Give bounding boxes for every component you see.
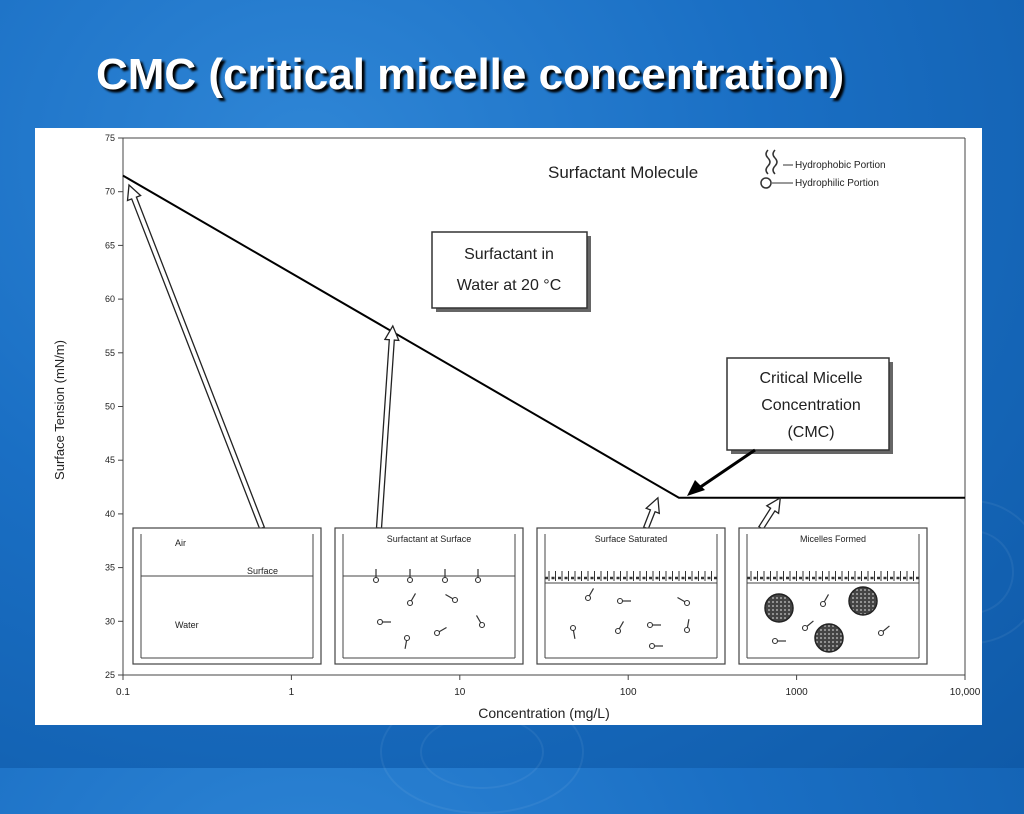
inset-1-bulk-label: Water <box>175 620 199 630</box>
slide-title: CMC (critical micelle concentration) <box>96 50 845 99</box>
surfactant-head <box>403 634 411 642</box>
y-tick-label: 70 <box>105 187 115 197</box>
x-tick-label: 10,000 <box>950 687 981 698</box>
condition-line-2: Water at 20 °C <box>457 277 562 294</box>
inset-4-title: Micelles Formed <box>800 534 866 544</box>
y-tick-label: 50 <box>105 402 115 412</box>
inset-3-title: Surface Saturated <box>595 534 668 544</box>
surfactant-head <box>683 599 691 607</box>
y-tick-label: 40 <box>105 509 115 519</box>
x-tick-labels: 0.1 1 10 100 1000 10,000 <box>116 675 981 698</box>
inset-micelles-formed: Micelles Formed <box>738 527 928 665</box>
surfactant-head <box>648 642 656 650</box>
inset-1-surface-label: Surface <box>247 566 278 576</box>
surfactant-molecules <box>747 571 919 645</box>
surfactant-head <box>433 629 441 637</box>
surfactant-molecule-icon <box>760 149 778 189</box>
hydrophilic-label: Hydrophilic Portion <box>795 178 879 189</box>
y-tick-label: 45 <box>105 455 115 465</box>
inset-surfactant-at-surface: Surfactant at Surface <box>334 527 524 665</box>
surfactant-head <box>406 599 414 607</box>
y-tick-label: 60 <box>105 294 115 304</box>
y-tick-label: 65 <box>105 240 115 250</box>
x-tick-label: 1000 <box>785 687 808 698</box>
surfactant-head <box>569 624 577 632</box>
cmc-line-2: Concentration <box>761 397 861 414</box>
x-tick-label: 10 <box>454 687 466 698</box>
inset-surface-saturated: Surface Saturated <box>536 527 726 665</box>
cmc-pointer-arrow <box>698 448 756 490</box>
micelle <box>814 623 844 653</box>
surfactant-head <box>451 596 459 604</box>
surfactant-head <box>614 627 622 635</box>
surfactant-head <box>616 597 624 605</box>
surfactant-head <box>584 594 592 602</box>
background-ripple <box>420 715 544 789</box>
inset-air-water: Air Surface Water <box>132 527 322 665</box>
micelle <box>764 593 794 623</box>
molecule-key-label: Surfactant Molecule <box>548 163 698 182</box>
molecule-key: Surfactant Molecule Hydrophobic Portion … <box>548 149 886 189</box>
x-axis-label: Concentration (mg/L) <box>478 705 610 721</box>
hydrophobic-label: Hydrophobic Portion <box>795 160 886 171</box>
condition-annotation: Surfactant in Water at 20 °C <box>431 231 591 312</box>
cmc-line-3: (CMC) <box>787 424 834 441</box>
x-tick-label: 0.1 <box>116 687 130 698</box>
surfactant-head <box>877 629 885 637</box>
y-tick-labels: 25 30 35 40 45 50 55 60 65 70 75 <box>105 133 123 680</box>
inset-1-title: Air <box>175 538 186 548</box>
figure-panel: 0.1 1 10 100 1000 10,000 25 30 35 40 45 50 55 60 65 70… <box>35 128 982 725</box>
surfactant-molecules <box>372 569 486 649</box>
condition-line-1: Surfactant in <box>464 246 554 263</box>
y-axis-label: Surface Tension (mN/m) <box>52 340 67 480</box>
surfactant-head <box>478 621 486 629</box>
y-tick-label: 35 <box>105 563 115 573</box>
callout-arrow <box>757 496 782 531</box>
cmc-annotation: Critical Micelle Concentration (CMC) <box>687 357 893 496</box>
surfactant-head <box>406 576 414 584</box>
surface-tension-chart: 0.1 1 10 100 1000 10,000 25 30 35 40 45 50 55 60 65 70… <box>52 133 981 721</box>
surface-tension-line <box>122 174 965 499</box>
y-tick-label: 25 <box>105 670 115 680</box>
surfactant-head <box>801 624 809 632</box>
y-tick-label: 75 <box>105 133 115 143</box>
surfactant-head <box>372 576 380 584</box>
x-tick-label: 1 <box>289 687 295 698</box>
y-tick-label: 30 <box>105 616 115 626</box>
callout-arrow <box>642 496 661 530</box>
surfactant-head <box>646 621 654 629</box>
surfactant-molecules <box>545 571 717 650</box>
inset-2-title: Surfactant at Surface <box>387 534 472 544</box>
micelle <box>848 586 878 616</box>
surfactant-head <box>819 600 827 608</box>
surfactant-head <box>771 637 779 645</box>
x-tick-label: 100 <box>620 687 637 698</box>
callout-arrows <box>126 183 782 531</box>
cmc-line-1: Critical Micelle <box>759 370 862 387</box>
surfactant-head <box>441 576 449 584</box>
callout-arrow <box>126 183 266 530</box>
cmc-pointer-arrowhead <box>687 480 705 496</box>
surfactant-head <box>376 618 384 626</box>
callout-arrow <box>375 324 400 529</box>
surfactant-head <box>474 576 482 584</box>
surfactant-head <box>683 626 691 634</box>
y-tick-label: 55 <box>105 348 115 358</box>
